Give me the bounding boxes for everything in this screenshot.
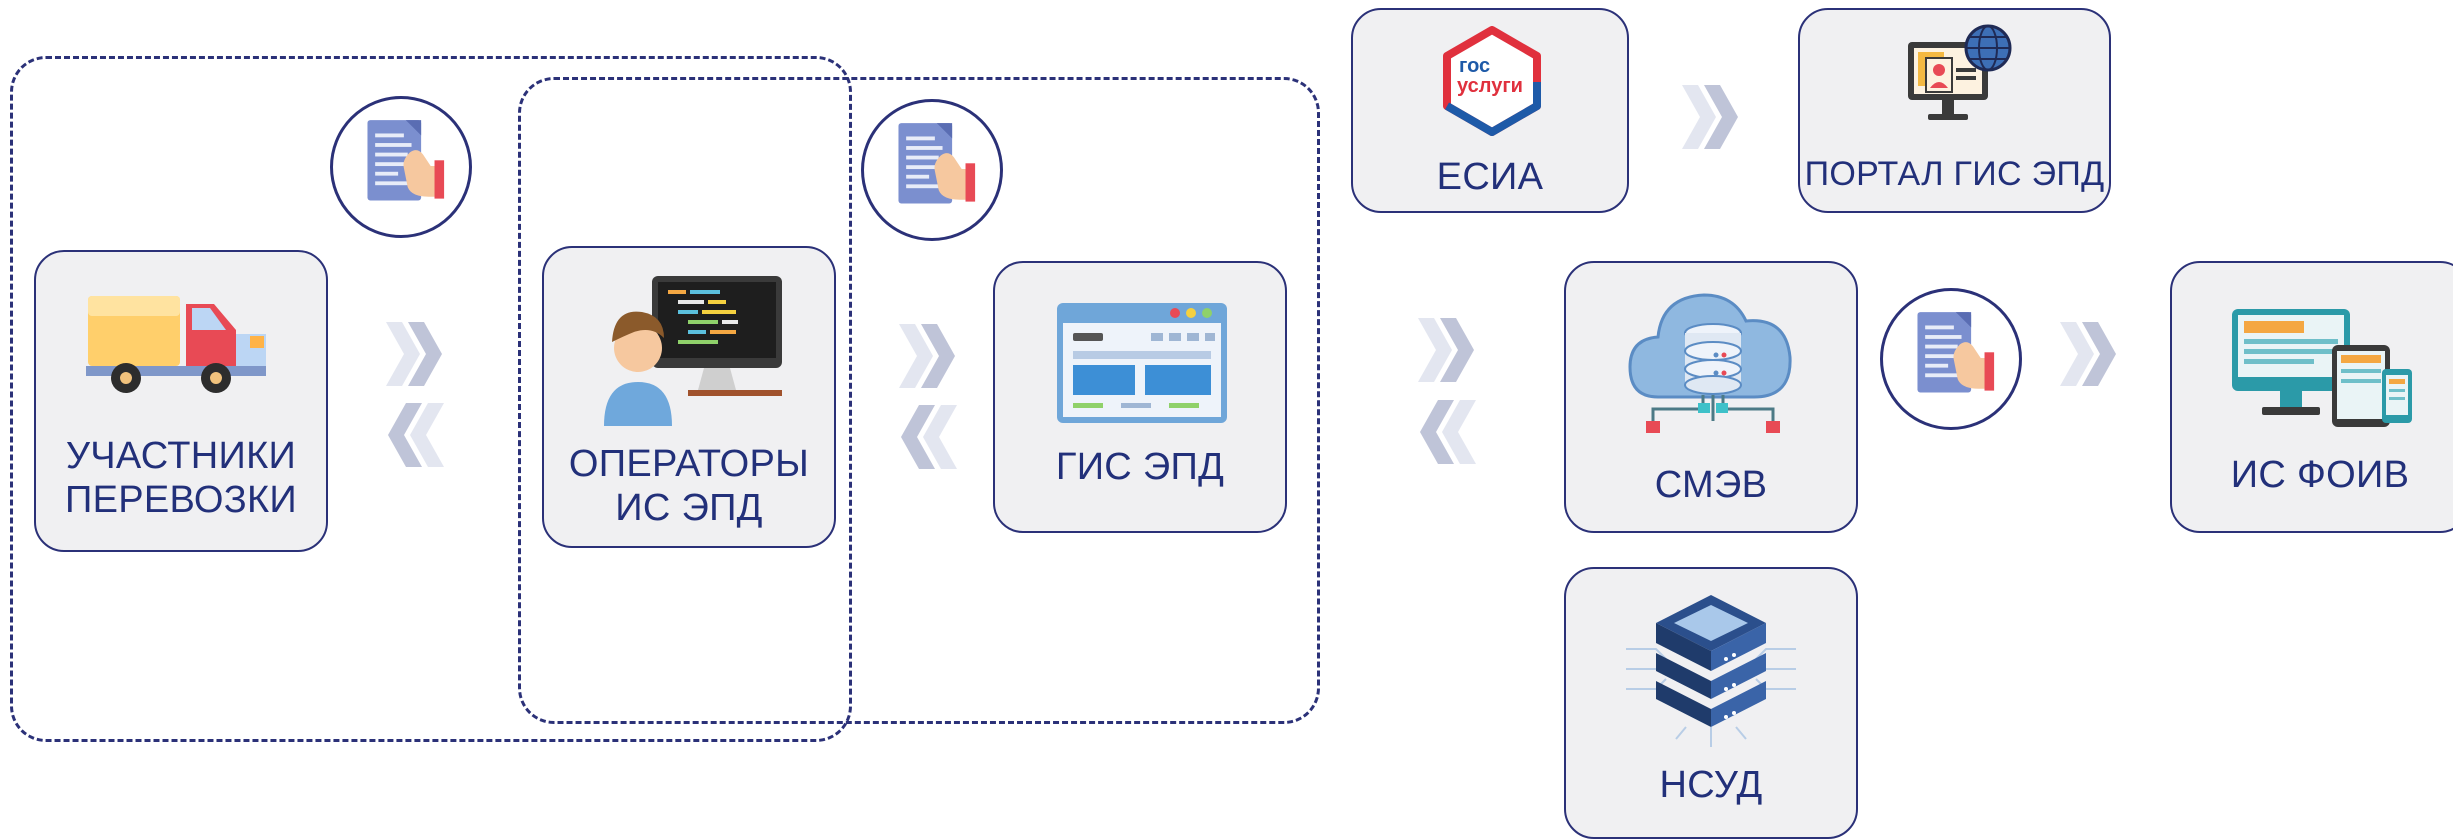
- double-chevron-left-icon: [1420, 400, 1476, 464]
- doc-badge-1: [330, 96, 472, 238]
- node-gis-epd-label: ГИС ЭПД: [1055, 446, 1225, 488]
- document-hand-icon: [1917, 312, 1995, 393]
- node-operators-label-line2: ИС ЭПД: [615, 487, 763, 529]
- developer-computer-icon: [604, 276, 782, 426]
- double-chevron-right-icon: [386, 322, 442, 386]
- document-hand-icon: [367, 120, 445, 201]
- node-esia[interactable]: гос услуги ЕСИА: [1351, 8, 1629, 213]
- server-stack-icon: [1626, 595, 1796, 747]
- node-gis-epd[interactable]: ГИС ЭПД: [993, 261, 1287, 533]
- node-operators[interactable]: ОПЕРАТОРЫ ИС ЭПД: [542, 246, 836, 548]
- double-chevron-right-icon: [899, 324, 955, 388]
- truck-icon: [86, 296, 266, 393]
- node-smev-label: СМЭВ: [1654, 464, 1768, 506]
- document-hand-icon: [898, 123, 976, 204]
- group-frame-participants-operators: [10, 56, 852, 742]
- node-participants-label-line1: УЧАСТНИКИ: [65, 435, 297, 477]
- node-portal[interactable]: ПОРТАЛ ГИС ЭПД: [1798, 8, 2111, 213]
- node-esia-label: ЕСИА: [1436, 156, 1544, 198]
- doc-badge-3: [1880, 288, 2022, 430]
- portal-monitor-globe-icon: [1908, 24, 2012, 120]
- multi-device-icon: [2232, 309, 2412, 427]
- gosuslugi-logo: гос услуги: [1443, 26, 1541, 136]
- node-participants-label-line2: ПЕРЕВОЗКИ: [64, 479, 298, 521]
- double-chevron-right-icon: [2060, 322, 2116, 386]
- doc-badge-2: [861, 99, 1003, 241]
- node-portal-label: ПОРТАЛ ГИС ЭПД: [1804, 155, 2105, 193]
- double-chevron-right-icon: [1682, 85, 1738, 149]
- node-operators-label-line1: ОПЕРАТОРЫ: [568, 443, 810, 485]
- node-nsud-label: НСУД: [1659, 764, 1763, 806]
- double-chevron-left-icon: [388, 403, 444, 467]
- double-chevron-right-icon: [1418, 318, 1474, 382]
- gosuslugi-logo-line1: гос: [1459, 55, 1490, 77]
- node-is-foiv[interactable]: ИС ФОИВ: [2170, 261, 2453, 533]
- node-participants[interactable]: УЧАСТНИКИ ПЕРЕВОЗКИ: [34, 250, 328, 552]
- web-window-icon: [1057, 303, 1227, 423]
- node-smev[interactable]: СМЭВ: [1564, 261, 1858, 533]
- node-is-foiv-label: ИС ФОИВ: [2230, 454, 2410, 496]
- node-nsud[interactable]: НСУД: [1564, 567, 1858, 839]
- cloud-database-icon: [1628, 293, 1792, 433]
- gosuslugi-logo-line2: услуги: [1457, 75, 1523, 97]
- group-frame-operators-gis: [518, 77, 1320, 724]
- double-chevron-left-icon: [901, 405, 957, 469]
